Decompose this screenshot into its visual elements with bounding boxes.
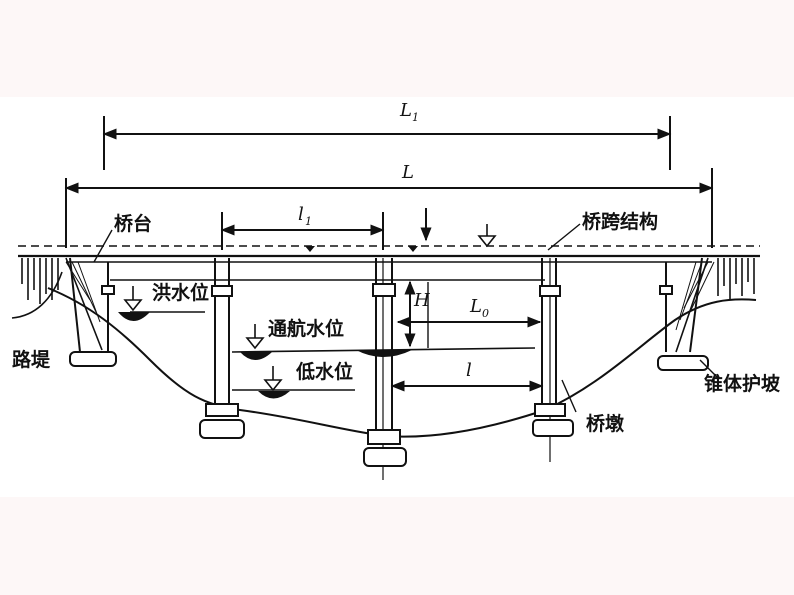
pier-label: 桥墩 [586,412,625,435]
embankment-label: 路堤 [12,348,51,371]
cone-slope-leader [699,359,719,379]
flood-level-label: 洪水位 [152,281,209,304]
low-level-symbol [258,366,290,399]
superstructure-leader [547,223,581,251]
flood-level-symbol [118,286,150,321]
top-margin [0,0,794,97]
span-label-subscript: 1 [305,215,312,228]
pier-2 [363,258,407,480]
clear-span-label: L [469,296,482,317]
low-span-label: l [466,360,472,381]
right-abutment [657,257,715,371]
ground-profile [47,287,757,438]
superstructure-label: 桥跨结构 [582,210,658,233]
bridge-drawing: L 1 L l 1 H L 0 l 桥台 桥跨结构 洪水位 通航水位 低水位 路… [11,100,781,480]
span-label: l [298,204,304,225]
deck-level-symbol [305,224,497,252]
pier-3 [532,258,574,462]
l1-label: L [399,100,412,121]
pier-1 [199,258,245,439]
bridge-diagram: L 1 L l 1 H L 0 l 桥台 桥跨结构 洪水位 通航水位 低水位 路… [0,97,794,497]
pier-leader [561,379,577,413]
abutment-label: 桥台 [114,212,152,235]
clear-span-label-subscript: 0 [482,307,489,320]
cone-slope-label: 锥体护坡 [704,372,781,395]
left-abutment [65,257,117,367]
l1-label-subscript: 1 [412,111,419,124]
navigation-level-symbol [240,324,412,360]
clearance-label: H [413,290,430,311]
l-label: L [401,162,414,183]
abutment-leader [93,229,113,263]
low-level-label: 低水位 [295,360,353,383]
bottom-margin [0,497,794,595]
left-embankment-hatch [11,258,63,319]
navigation-level-label: 通航水位 [268,317,344,340]
right-embankment-hatch [717,258,755,300]
